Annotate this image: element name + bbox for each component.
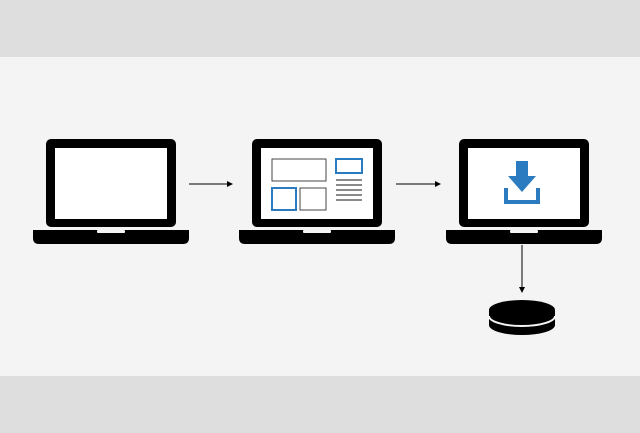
database-disk-icon — [488, 300, 556, 335]
top-band — [0, 0, 640, 57]
page-layout-wireframe — [271, 158, 363, 211]
laptop-icon — [446, 139, 602, 244]
bottom-band — [0, 376, 640, 433]
download-icon — [504, 161, 540, 204]
laptop-icon — [239, 139, 395, 244]
laptop-screen-blank — [55, 148, 167, 219]
laptop-icon — [33, 139, 189, 244]
